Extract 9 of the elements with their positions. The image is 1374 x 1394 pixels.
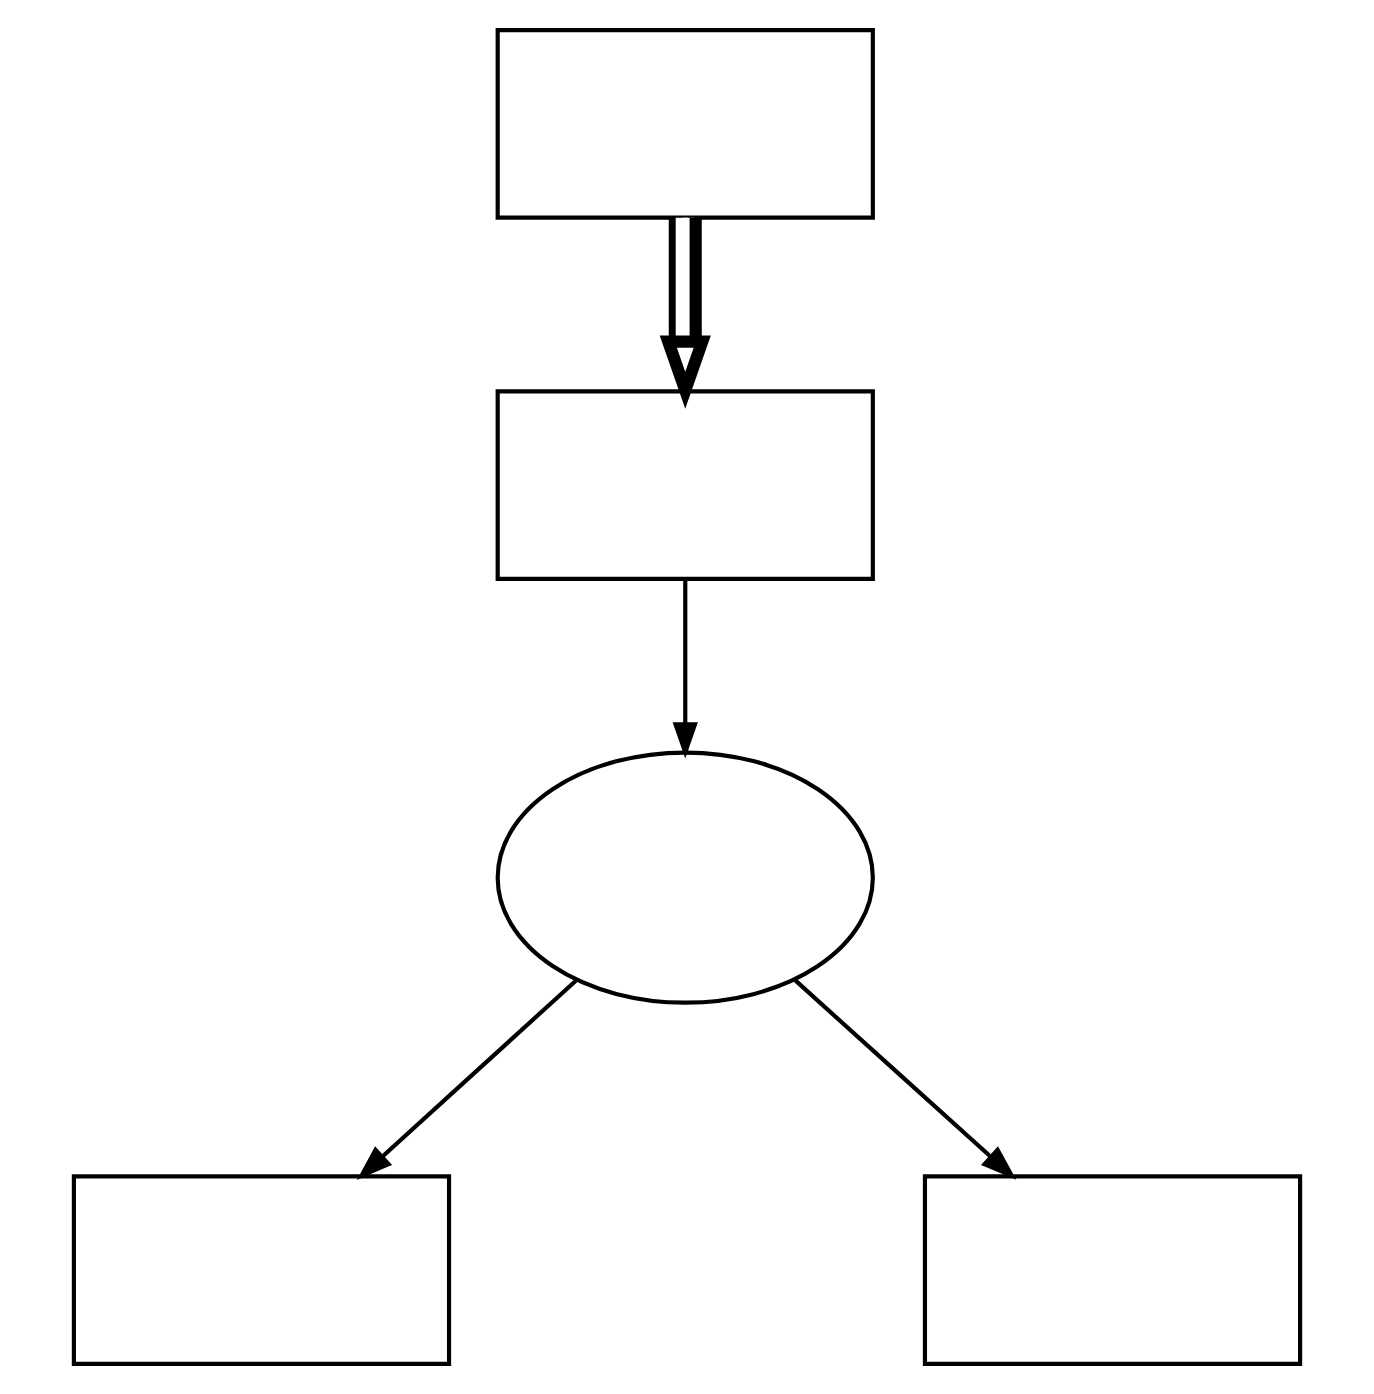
arrow bbox=[356, 978, 578, 1180]
node-box bbox=[495, 27, 875, 220]
arrow bbox=[793, 978, 1017, 1180]
node-ellipse bbox=[495, 750, 875, 1005]
arrow bbox=[659, 217, 711, 409]
node-box bbox=[495, 389, 875, 581]
node-box bbox=[71, 1174, 452, 1367]
node-box bbox=[922, 1174, 1303, 1367]
arrow bbox=[672, 578, 698, 759]
